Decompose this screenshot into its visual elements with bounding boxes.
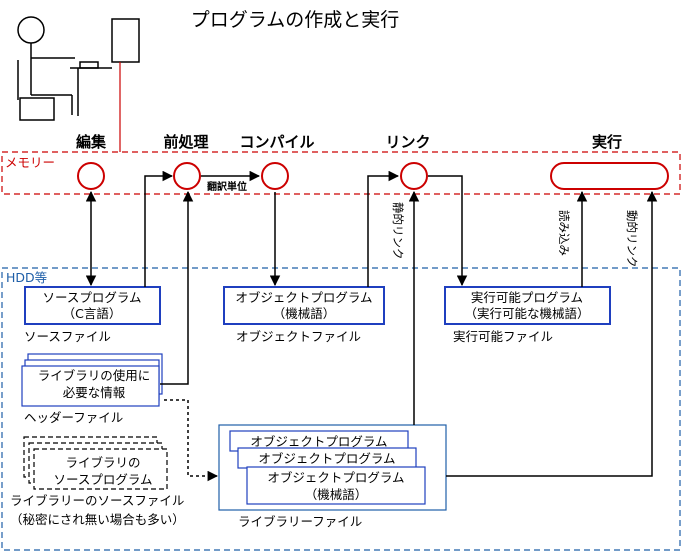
translation-unit-label: 翻訳単位: [207, 180, 247, 193]
library-object-3-title: オブジェクトプログラム: [267, 470, 404, 485]
source-to-preprocess-arrow: [144, 170, 174, 287]
source-file-caption: ソースファイル: [24, 329, 111, 344]
stage-preprocess: 前処理: [163, 133, 208, 151]
stage-edit: 編集: [76, 133, 107, 151]
library-source-line2: ソースプログラム: [53, 472, 152, 487]
dynamic-link-label: 動的リンク: [625, 210, 639, 268]
hdd-label: HDD等: [6, 270, 47, 285]
object-program-title: オブジェクトプログラム: [235, 290, 372, 305]
library-file-caption: ライブラリーファイル: [238, 514, 362, 529]
header-file-stack: [21, 353, 163, 407]
link-node: [400, 162, 428, 190]
library-build-arrow: [164, 399, 219, 482]
library-object-3-lang: （機械語）: [305, 487, 368, 502]
dynamic-link-arrow: [446, 190, 658, 477]
object-program-lang: （機械語）: [273, 306, 336, 321]
executable-program-box: [444, 286, 611, 325]
object-to-link-arrow: [367, 170, 400, 287]
edit-node: [77, 162, 105, 190]
page-title: プログラムの作成と実行: [191, 9, 399, 31]
library-source-stack: [23, 436, 168, 490]
header-file-caption: ヘッダーファイル: [24, 410, 123, 425]
link-to-executable-arrow: [428, 175, 468, 287]
memory-label: メモリー: [5, 155, 55, 170]
library-source-note: （秘密にされ無い場合も多い）: [10, 512, 185, 527]
source-program-title: ソースプログラム: [42, 290, 141, 305]
compile-node: [261, 162, 289, 190]
person-at-computer-icon: [17, 16, 140, 121]
library-object-box-3: [246, 466, 426, 505]
library-object-2-label: オブジェクトプログラム: [258, 451, 395, 466]
header-box-line2: 必要な情報: [63, 385, 126, 400]
executable-program-desc: （実行可能な機械語）: [464, 306, 589, 321]
preprocess-node: [173, 162, 201, 190]
static-link-label: 静的リンク: [391, 202, 405, 260]
object-file-caption: オブジェクトファイル: [236, 329, 361, 344]
stage-link: リンク: [385, 133, 430, 151]
run-node: [550, 162, 669, 190]
load-label: 読み込み: [557, 210, 571, 256]
stage-run: 実行: [592, 133, 622, 151]
executable-program-title: 実行可能プログラム: [471, 290, 583, 305]
header-box-line1: ライブラリの使用に: [38, 368, 151, 383]
header-to-preprocess-arrow: [160, 190, 194, 385]
source-program-box: [24, 286, 161, 325]
library-source-line1: ライブラリの: [65, 455, 140, 470]
object-program-box: [223, 286, 385, 325]
library-source-caption: ライブラリーのソースファイル: [10, 493, 184, 508]
source-program-lang: （C言語）: [63, 306, 122, 321]
library-object-1-label: オブジェクトプログラム: [250, 434, 387, 449]
stage-compile: コンパイル: [239, 133, 314, 151]
executable-file-caption: 実行可能ファイル: [453, 329, 553, 344]
